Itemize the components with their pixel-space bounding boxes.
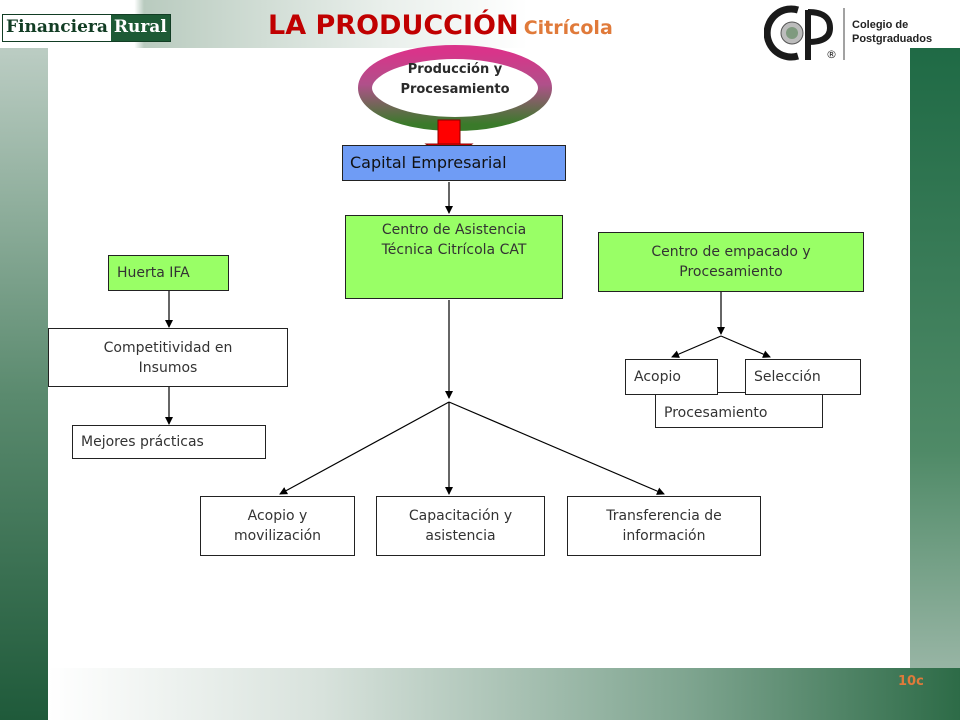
logo-text-financiera: Financiera <box>3 15 111 41</box>
competitividad-box: Competitividad en Insumos <box>48 328 288 387</box>
cp-logo-line1: Colegio de <box>852 19 909 31</box>
capacitacion-box: Capacitación y asistencia <box>376 496 545 556</box>
right-decorative-band <box>910 48 960 720</box>
cp-logo-line2: Postgraduados <box>852 33 933 45</box>
cycle-label-line2: Procesamiento <box>400 82 510 97</box>
capital-empresarial-box: Capital Empresarial <box>342 145 566 181</box>
colegio-postgraduados-logo: ® Colegio de Postgraduados <box>763 4 944 62</box>
left-decorative-band <box>0 0 48 720</box>
cp-logo-text: Colegio de Postgraduados <box>852 18 932 46</box>
procesamiento-box: Procesamiento <box>655 392 823 428</box>
huerta-ifa-box: Huerta IFA <box>108 255 229 291</box>
title-sub: Citrícola <box>523 17 613 39</box>
cycle-label: Producción y Procesamiento <box>385 60 525 100</box>
acopio-movilizacion-box: Acopio y movilización <box>200 496 355 556</box>
title-main: LA PRODUCCIÓN <box>268 10 519 41</box>
transferencia-box: Transferencia de información <box>567 496 761 556</box>
cycle-label-line1: Producción y <box>407 62 503 77</box>
svg-text:®: ® <box>826 48 837 61</box>
cp-emblem-icon: ® <box>763 5 845 61</box>
page-title: LA PRODUCCIÓN Citrícola <box>268 10 613 41</box>
bottom-decorative-band <box>48 668 960 720</box>
logo-text-rural: Rural <box>110 15 170 41</box>
mejores-practicas-box: Mejores prácticas <box>72 425 266 459</box>
acopio-box: Acopio <box>625 359 718 395</box>
cat-center-box: Centro de Asistencia Técnica Citrícola C… <box>345 215 563 299</box>
seleccion-box: Selección <box>745 359 861 395</box>
centro-empacado-box: Centro de empacado y Procesamiento <box>598 232 864 292</box>
page-number: 10c <box>898 674 924 689</box>
financiera-rural-logo: Financiera Rural <box>2 14 171 42</box>
